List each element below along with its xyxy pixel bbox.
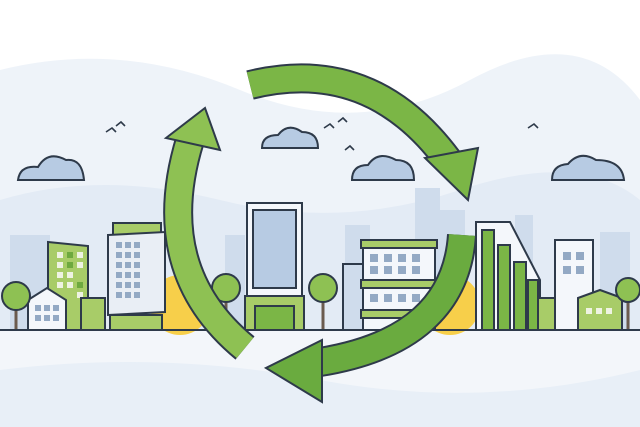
building-glass-tower bbox=[244, 202, 305, 331]
building-green-house bbox=[577, 288, 623, 331]
building-small-green bbox=[80, 297, 106, 331]
recycle-arrows-icon bbox=[163, 63, 480, 404]
bird-icon bbox=[105, 116, 539, 151]
building-house bbox=[27, 286, 67, 331]
building-glass-office bbox=[107, 222, 166, 331]
cloud-icon bbox=[16, 126, 626, 181]
building-narrow bbox=[342, 263, 364, 331]
tree-icon bbox=[1, 273, 640, 330]
